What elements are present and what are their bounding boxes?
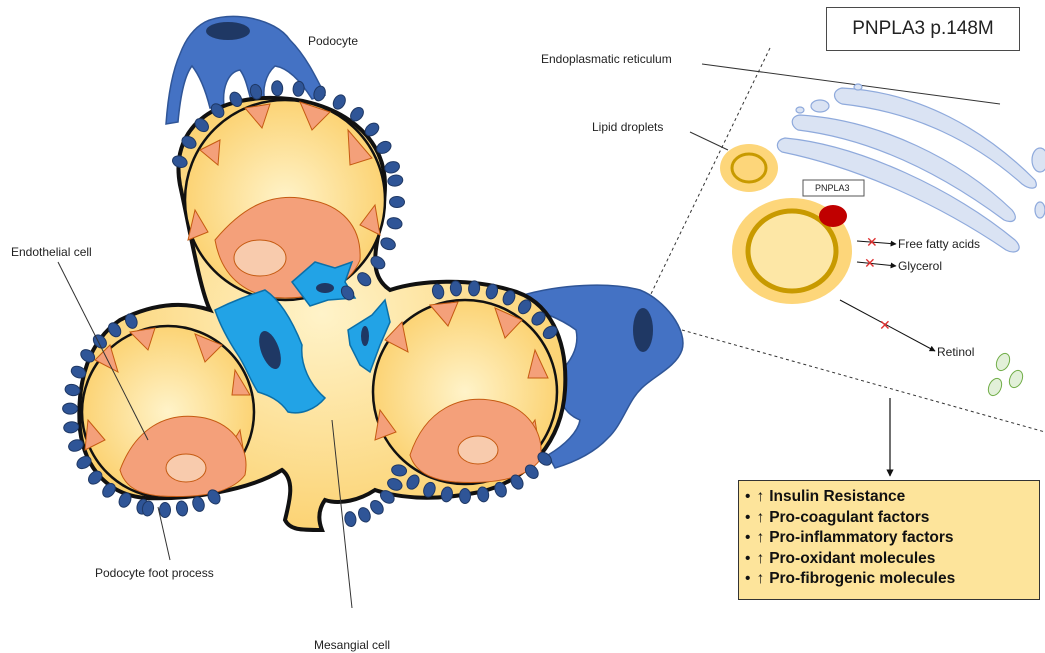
capillary-top (185, 100, 385, 300)
bullet: • (745, 570, 750, 587)
effect-text: Pro-oxidant molecules (769, 550, 935, 567)
svg-text:✕: ✕ (864, 255, 876, 271)
label-podocyte-foot-process: Podocyte foot process (95, 566, 214, 580)
foot-process-dot (63, 421, 80, 434)
foot-process-dot (62, 403, 77, 415)
effects-box: • ↑ Insulin Resistance • ↑ Pro-coagulant fac… (738, 480, 1040, 600)
foot-process-dot (331, 93, 348, 111)
foot-process-dot (379, 236, 397, 252)
up-arrow-icon: ↑ (756, 488, 764, 505)
foot-process-dot (387, 174, 404, 187)
label-mesangial-cell: Mesangial cell (314, 638, 390, 652)
label-endoplasmatic-reticulum: Endoplasmatic reticulum (541, 52, 672, 66)
effect-text: Insulin Resistance (769, 488, 905, 505)
bullet: • (745, 529, 750, 546)
foot-process-dot (389, 196, 404, 207)
effect-text: Pro-fibrogenic molecules (769, 570, 955, 587)
effect-text: Pro-coagulant factors (769, 509, 929, 526)
lipid-droplet-small (720, 144, 778, 192)
pnpla3-protein (819, 205, 847, 227)
bullet: • (745, 509, 750, 526)
foot-process-dot (344, 511, 357, 528)
blocked-arrows (840, 241, 935, 351)
up-arrow-icon: ↑ (756, 570, 764, 587)
label-free-fatty-acids: Free fatty acids (898, 237, 980, 251)
retinol-granules (986, 351, 1025, 397)
up-arrow-icon: ↑ (756, 550, 764, 567)
effect-item: • ↑ Pro-oxidant molecules (745, 549, 1039, 570)
effect-item: • ↑ Insulin Resistance (745, 487, 1039, 508)
effect-text: Pro-inflammatory factors (769, 529, 953, 546)
bullet: • (745, 488, 750, 505)
up-arrow-icon: ↑ (756, 509, 764, 526)
svg-text:✕: ✕ (866, 234, 878, 250)
capillary-left (82, 326, 254, 498)
label-retinol: Retinol (937, 345, 974, 359)
foot-process-dot (175, 500, 188, 517)
foot-process-dot (356, 506, 372, 524)
up-arrow-icon: ↑ (756, 529, 764, 546)
foot-process-dot (160, 503, 171, 518)
foot-process-dot (386, 216, 403, 230)
foot-process-dot (292, 81, 305, 97)
capillary-right (373, 300, 557, 484)
inhibit-x-marks: ✕ ✕ ✕ (864, 234, 891, 333)
foot-process-dot (460, 489, 471, 504)
label-endothelial-cell: Endothelial cell (11, 245, 92, 259)
label-podocyte: Podocyte (308, 34, 358, 48)
foot-process-dot (271, 80, 283, 96)
svg-text:✕: ✕ (879, 317, 891, 333)
effect-item: • ↑ Pro-fibrogenic molecules (745, 569, 1039, 590)
label-lipid-droplets: Lipid droplets (592, 120, 663, 134)
label-glycerol: Glycerol (898, 259, 942, 273)
bullet: • (745, 550, 750, 567)
effect-item: • ↑ Pro-coagulant factors (745, 508, 1039, 529)
label-pnpla3: PNPLA3 (815, 183, 850, 193)
effects-list: • ↑ Insulin Resistance • ↑ Pro-coagulant fac… (745, 487, 1039, 590)
effect-item: • ↑ Pro-inflammatory factors (745, 528, 1039, 549)
diagram-title: PNPLA3 p.148M (826, 7, 1020, 51)
